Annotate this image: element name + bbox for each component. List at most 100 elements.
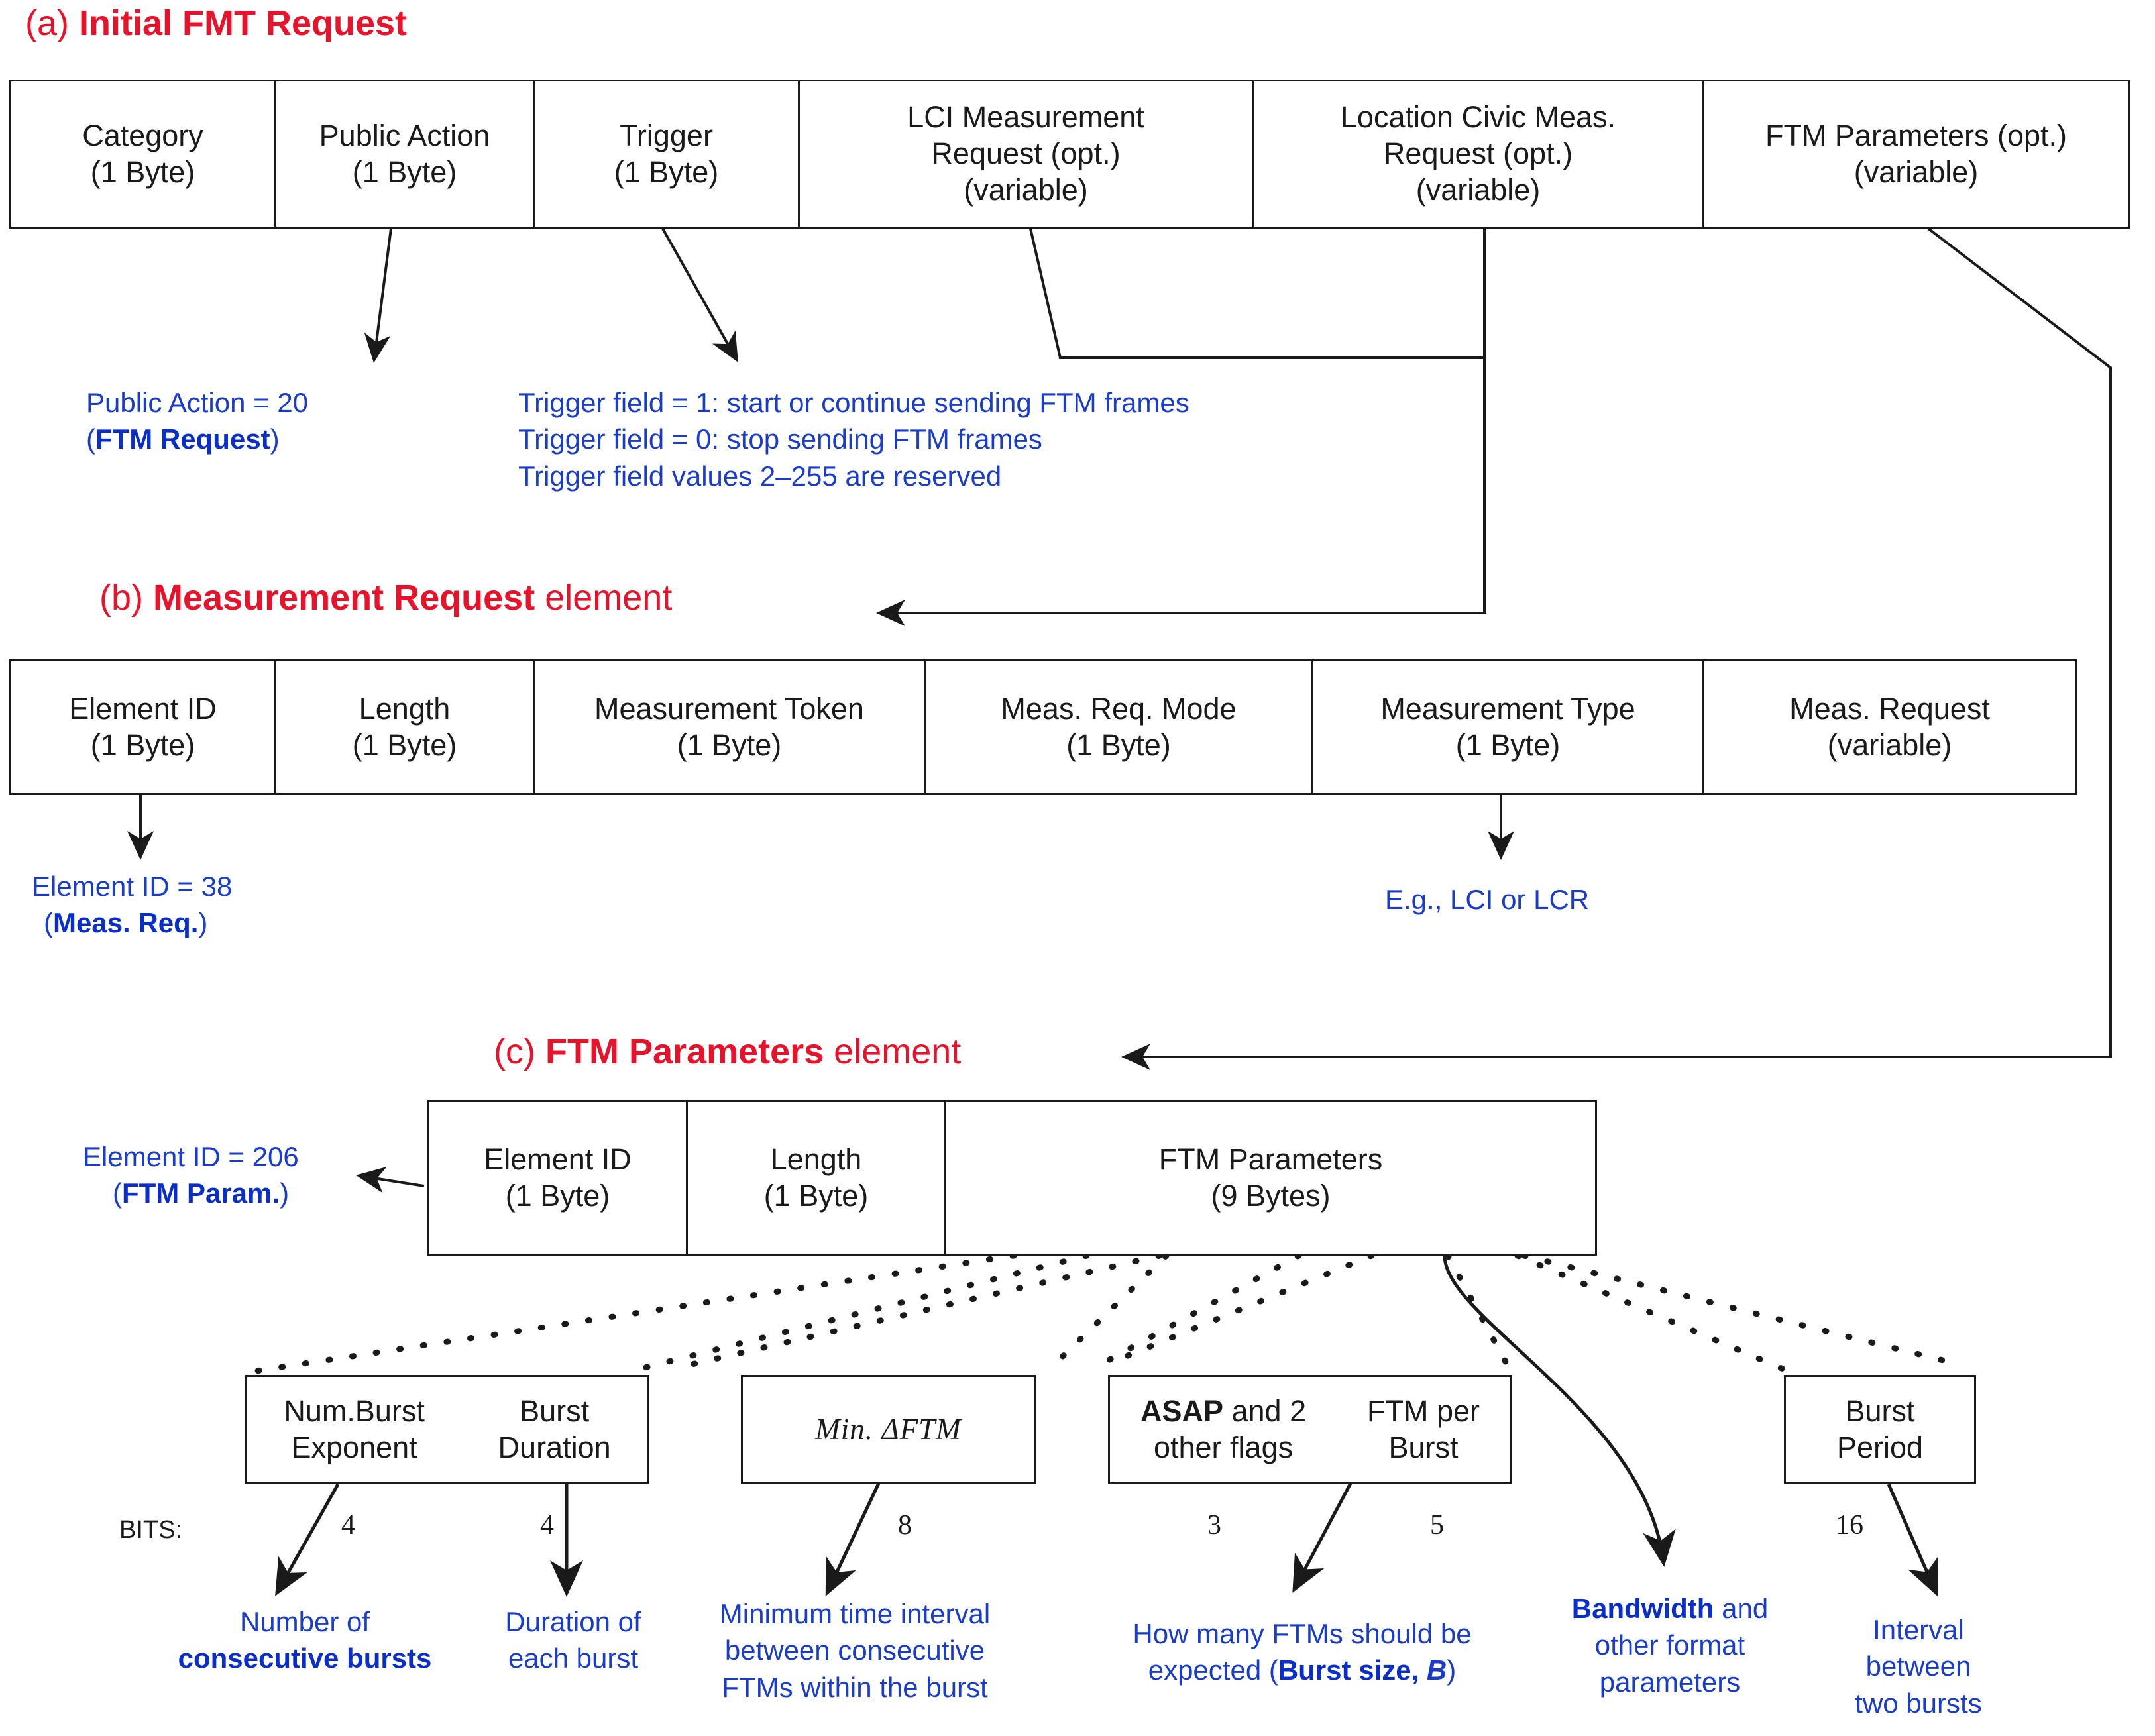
note-bandwidth-line3: parameters — [1599, 1666, 1741, 1698]
note-bandwidth-line1: Bandwidth and — [1541, 1590, 1799, 1627]
note-element-id-206-open: ( — [113, 1177, 122, 1209]
ftm-per-burst-line2: Burst — [1388, 1430, 1459, 1464]
cell-b-token-line1: Measurement Token — [594, 691, 864, 726]
note-ftm-per-burst: How many FTMs should be expected (Burst … — [1097, 1615, 1508, 1689]
note-burst-period-line1: Interval — [1873, 1614, 1964, 1645]
section-b-title: (b) Measurement Request element — [99, 580, 672, 616]
cell-ftmparams-line2: (variable) — [1853, 154, 1979, 189]
note-ftm-per-burst-line2: expected (Burst size, B) — [1097, 1652, 1508, 1688]
asap-flags-line1: ASAP and 2 — [1140, 1393, 1306, 1430]
section-c-light: element — [834, 1032, 962, 1071]
cell-b-meas-request: Meas. Request (variable) — [1704, 661, 2075, 793]
cell-b-measurement-token: Measurement Token (1 Byte) — [535, 661, 926, 793]
subbox-asap-ftm-per-burst: ASAP and 2 other flags FTM per Burst — [1108, 1375, 1512, 1484]
note-element-id-206: Element ID = 206 (FTM Param.) — [83, 1138, 299, 1212]
cell-location-civic-request: Location Civic Meas. Request (opt.) (var… — [1254, 81, 1704, 227]
cell-c-element-id-line2: (1 Byte) — [505, 1178, 610, 1213]
bit-leader-lines — [275, 1476, 1938, 1597]
note-ftm-per-burst-italic: B — [1426, 1655, 1447, 1686]
bits-ftm-per-burst: 5 — [1430, 1510, 1444, 1541]
note-public-action-open: ( — [86, 423, 95, 455]
cell-c-ftmparams-line1: FTM Parameters — [1158, 1142, 1383, 1176]
cell-public-action: Public Action (1 Byte) — [276, 81, 535, 227]
note-burst-duration-line2: each burst — [508, 1643, 639, 1674]
note-burst-period-line2: between — [1865, 1651, 1971, 1682]
cell-c-length: Length (1 Byte) — [688, 1102, 946, 1254]
note-trigger-values: Trigger field = 1: start or continue sen… — [518, 384, 1189, 494]
burst-duration-line1: Burst — [520, 1393, 590, 1428]
cell-civic-line2: Request (opt.) — [1383, 136, 1573, 171]
note-element-id-206-line2: (FTM Param.) — [83, 1175, 299, 1211]
burst-period-line2: Period — [1836, 1430, 1924, 1464]
section-b-light: element — [545, 578, 673, 618]
cell-trigger-line2: (1 Byte) — [614, 154, 719, 189]
cell-ftmparams-line1: FTM Parameters (opt.) — [1765, 118, 2068, 152]
note-number-of-bursts: Number of consecutive bursts — [166, 1603, 444, 1677]
asap-rest: and 2 — [1223, 1393, 1307, 1428]
cell-lci-line3: (variable) — [964, 172, 1088, 207]
cell-b-length-line2: (1 Byte) — [352, 728, 457, 762]
cell-category-line1: Category — [82, 118, 203, 152]
cell-c-ftm-parameters: FTM Parameters (9 Bytes) — [946, 1102, 1595, 1254]
asap-flags-line2: other flags — [1153, 1430, 1294, 1464]
cell-lci-line1: LCI Measurement — [907, 100, 1144, 135]
note-trigger-line2: Trigger field = 0: stop sending FTM fram… — [518, 423, 1042, 455]
subbox-ftm-per-burst: FTM per Burst — [1367, 1393, 1480, 1466]
note-public-action-line1: Public Action = 20 — [86, 387, 309, 418]
note-min-delta-line2: between consecutive — [724, 1635, 985, 1666]
note-number-of-bursts-line1: Number of — [239, 1606, 370, 1637]
cell-trigger: Trigger (1 Byte) — [535, 81, 800, 227]
cell-b-measurement-type: Measurement Type (1 Byte) — [1313, 661, 1704, 793]
note-public-action-line2: (FTM Request) — [86, 421, 308, 457]
bits-min-delta-ftm: 8 — [898, 1510, 912, 1541]
note-burst-duration-line1: Duration of — [505, 1606, 641, 1637]
burst-duration-line2: Duration — [498, 1430, 611, 1464]
num-burst-exponent-line2: Exponent — [291, 1430, 417, 1464]
cell-b-mode-line2: (1 Byte) — [1066, 728, 1171, 762]
note-bandwidth: Bandwidth and other format parameters — [1541, 1590, 1799, 1700]
note-ftm-per-burst-bold: Burst size, — [1278, 1655, 1419, 1686]
cell-b-meas-req-mode: Meas. Req. Mode (1 Byte) — [926, 661, 1313, 793]
cell-b-element-id-line1: Element ID — [69, 691, 217, 726]
arrow-trigger — [661, 228, 738, 362]
num-burst-exponent-line1: Num.Burst — [284, 1393, 425, 1428]
cell-b-token-line2: (1 Byte) — [677, 728, 782, 762]
cell-b-request-line2: (variable) — [1827, 728, 1952, 762]
subbox-burst-period: Burst Period — [1784, 1375, 1976, 1484]
note-element-id-206-line1: Element ID = 206 — [83, 1141, 299, 1172]
note-trigger-line1: Trigger field = 1: start or continue sen… — [518, 387, 1189, 418]
note-number-of-bursts-line2: consecutive bursts — [166, 1640, 444, 1676]
note-element-id-38-bold: Meas. Req. — [53, 907, 199, 939]
note-number-of-bursts-bold: consecutive bursts — [178, 1643, 432, 1674]
ftm-per-burst-line1: FTM per — [1367, 1393, 1480, 1428]
cell-public-action-line1: Public Action — [319, 118, 490, 152]
cell-civic-line3: (variable) — [1415, 172, 1541, 207]
note-min-delta-line1: Minimum time interval — [719, 1598, 991, 1629]
cell-category-line2: (1 Byte) — [90, 154, 195, 189]
note-element-id-206-close: ) — [280, 1177, 290, 1209]
note-ftm-per-burst-pre: expected ( — [1148, 1655, 1278, 1686]
note-bandwidth-bold: Bandwidth — [1571, 1593, 1714, 1624]
cell-b-request-line1: Meas. Request — [1789, 691, 1990, 726]
cell-ftm-parameters-opt: FTM Parameters (opt.) (variable) — [1704, 81, 2128, 227]
note-bandwidth-line2: other format — [1594, 1629, 1745, 1661]
subbox-num-burst-exponent: Num.Burst Exponent — [284, 1393, 425, 1466]
cell-category: Category (1 Byte) — [11, 81, 276, 227]
section-c-strong: FTM Parameters — [545, 1032, 824, 1071]
note-burst-duration: Duration of each burst — [474, 1603, 673, 1677]
cell-lci-line2: Request (opt.) — [931, 136, 1121, 171]
frame-ftm-parameters-element: Element ID (1 Byte) Length (1 Byte) FTM … — [427, 1100, 1597, 1256]
min-delta-ftm-label: Min. ΔFTM — [815, 1413, 962, 1446]
cell-public-action-line2: (1 Byte) — [352, 154, 457, 189]
cell-trigger-line1: Trigger — [620, 118, 713, 152]
bits-asap-flags: 3 — [1207, 1510, 1221, 1541]
burst-period-line1: Burst — [1845, 1393, 1915, 1428]
cell-c-length-line1: Length — [770, 1142, 862, 1176]
section-a-prefix: (a) — [25, 3, 69, 43]
cell-b-mode-line1: Meas. Req. Mode — [1001, 691, 1237, 726]
note-public-action-close: ) — [270, 423, 280, 455]
cell-civic-line1: Location Civic Meas. — [1340, 100, 1616, 135]
note-element-id-206-bold: FTM Param. — [122, 1177, 280, 1209]
cell-b-type-line1: Measurement Type — [1380, 691, 1635, 726]
bits-row-label: BITS: — [119, 1516, 183, 1544]
